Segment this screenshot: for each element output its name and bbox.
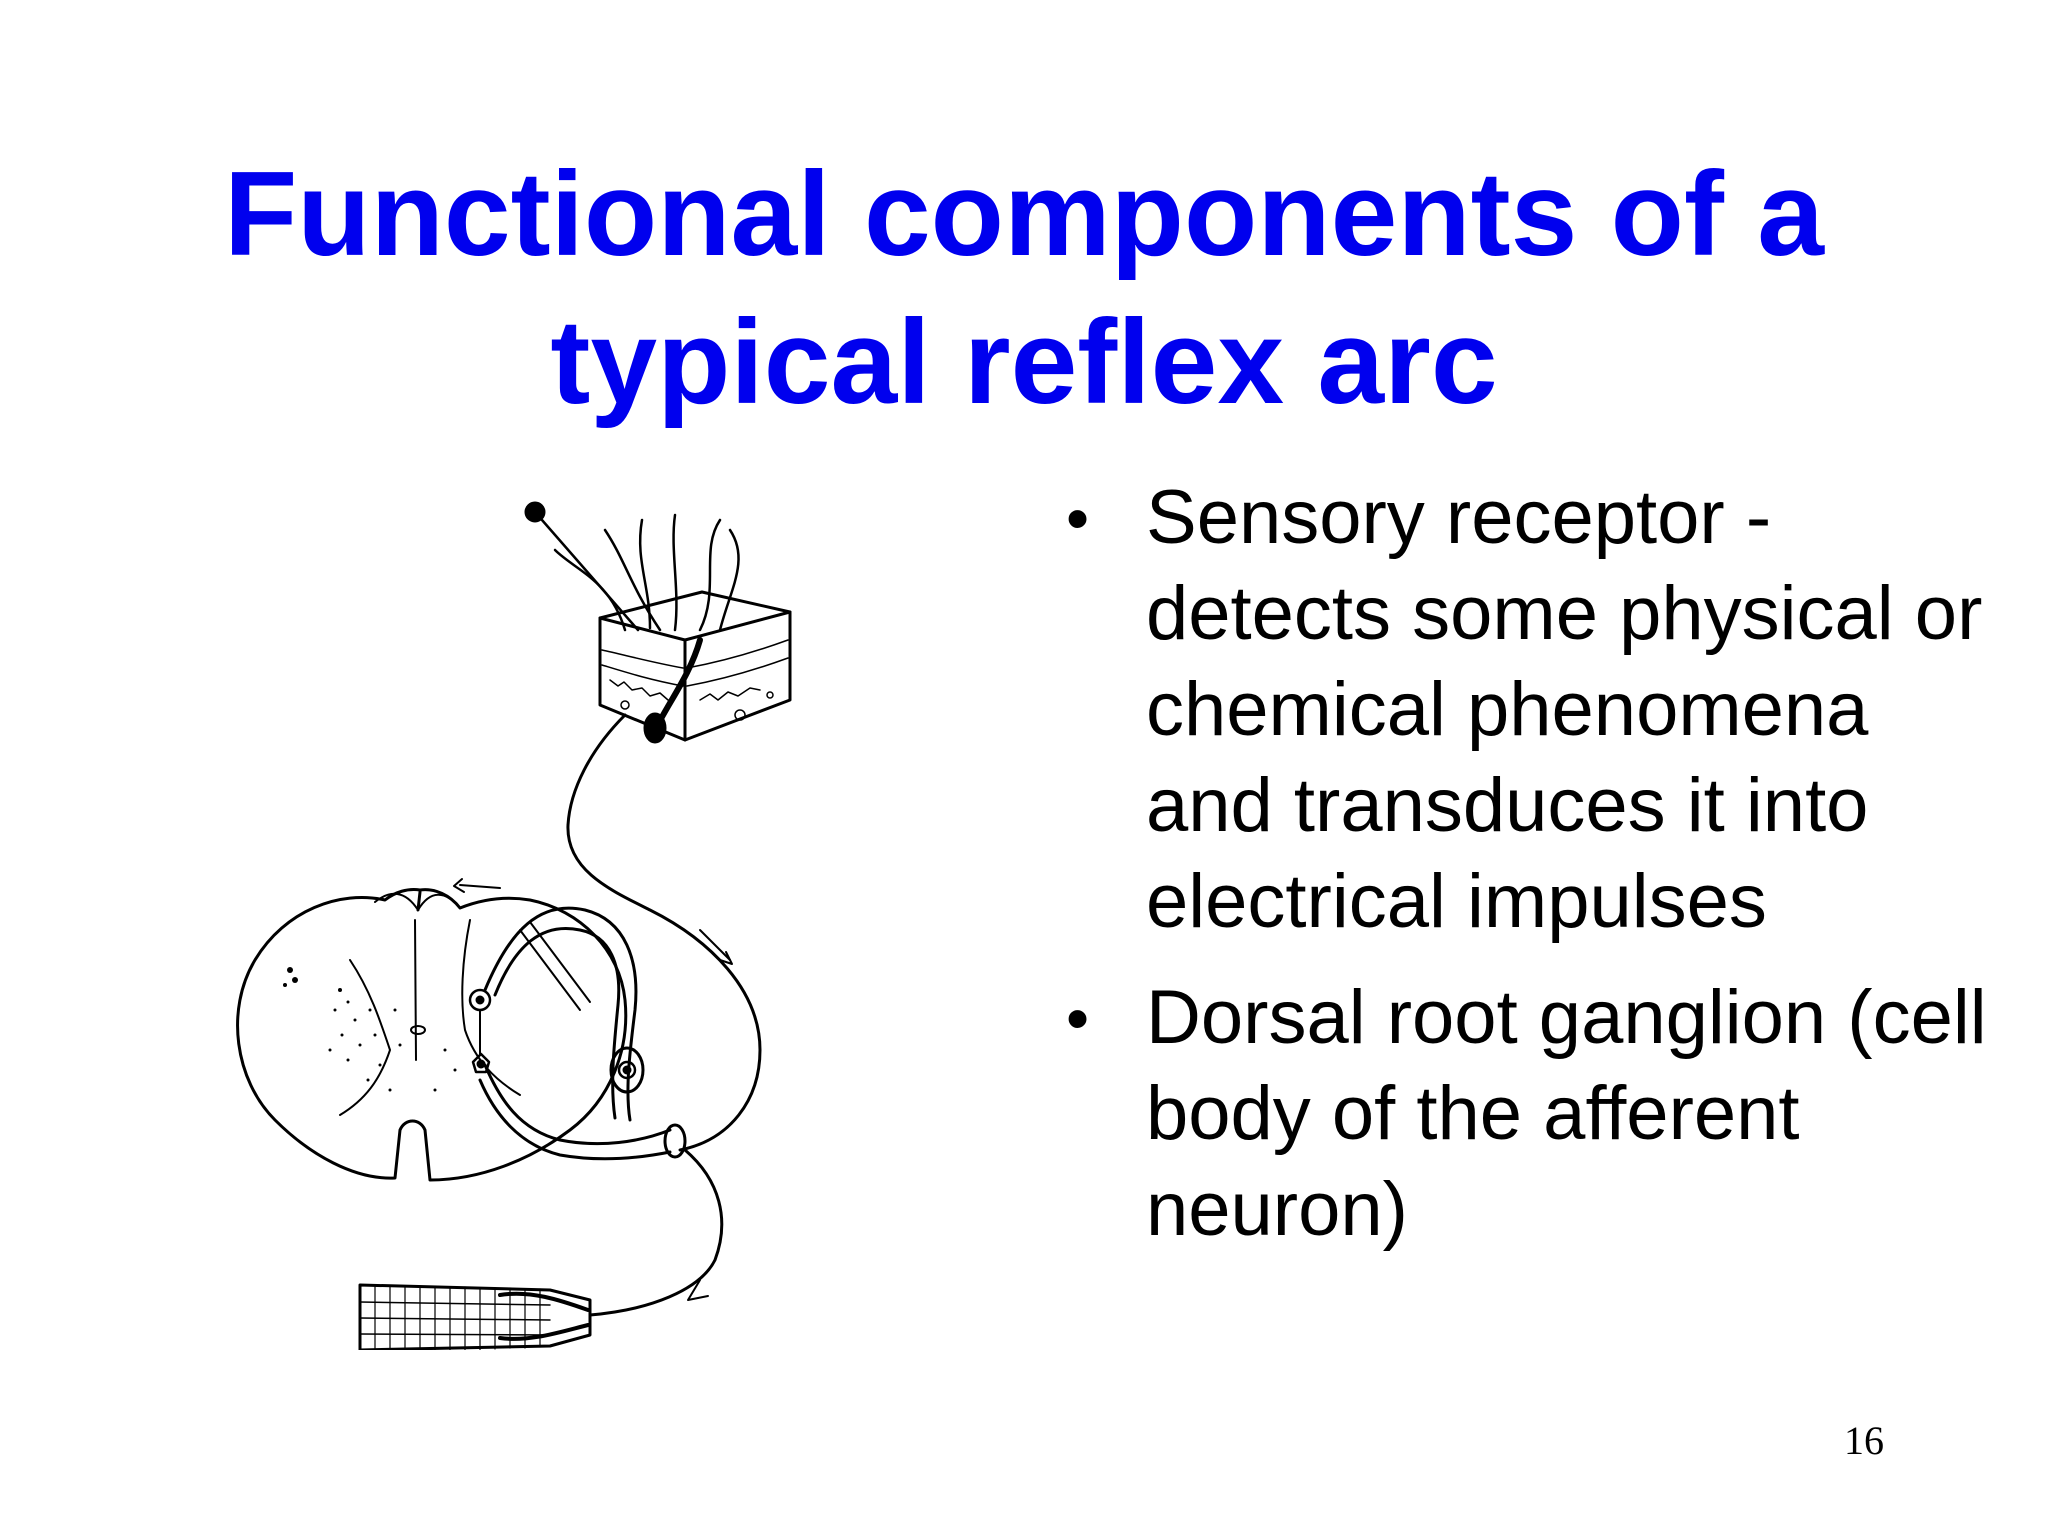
bullet-item-dorsal-root-ganglion: • Dorsal root ganglion (cell body of the… [1060,970,2000,1258]
skin-block-icon [553,513,792,744]
page-number: 16 [1844,1418,1884,1463]
bullet-text: Sensory receptor - detects some physical… [1146,475,1983,944]
ventral-root-icon [478,1009,687,1161]
spinal-cord-section-icon [236,888,628,1182]
bullet-glyph: • [1066,481,1090,555]
slide-title: Functional components of a typical refle… [0,140,2048,436]
bullet-glyph: • [1066,981,1090,1055]
slide-title-line-2: typical reflex arc [550,295,1498,429]
bullet-list: • Sensory receptor - detects some physic… [1060,470,2000,1278]
dorsal-root-ganglion-icon [483,906,645,1122]
slide-title-line-1: Functional components of a [223,147,1825,281]
afferent-nerve-path [453,713,762,1152]
muscle-effector-icon [358,1283,592,1350]
reflex-arc-illustration [236,501,792,1350]
efferent-nerve-path [588,1148,724,1317]
bullet-text: Dorsal root ganglion (cell body of the a… [1146,975,1987,1252]
pin-stimulus-icon [524,501,640,632]
bullet-item-sensory-receptor: • Sensory receptor - detects some physic… [1060,470,2000,950]
